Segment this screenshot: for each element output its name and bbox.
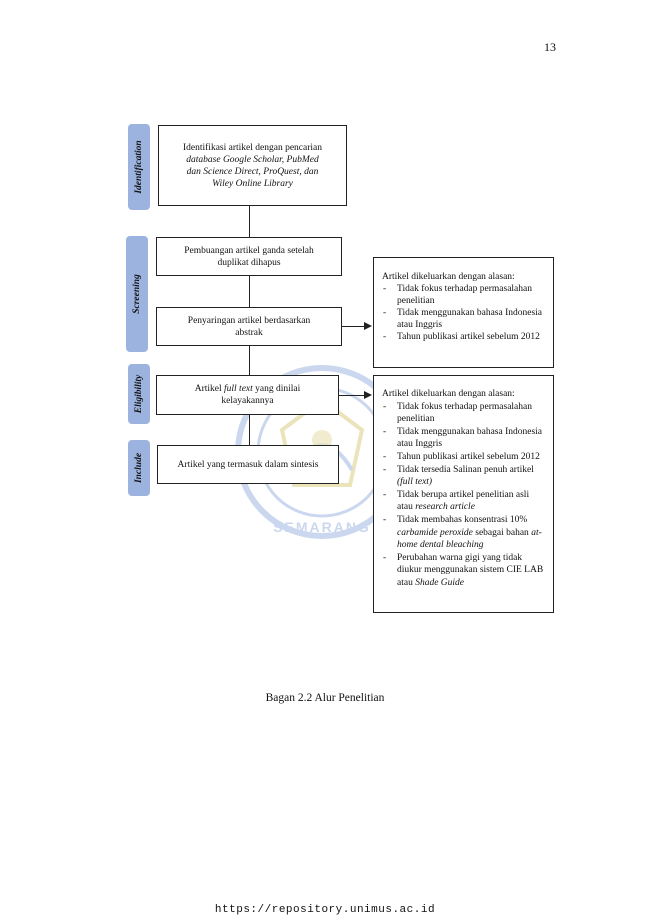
exclusion-item-text: Perubahan warna gigi yang tidak diukur m… xyxy=(397,552,544,588)
watermark-text: SEMARANG xyxy=(273,519,371,535)
connector-line xyxy=(249,414,250,446)
exclusion-title: Artikel dikeluarkan dengan alasan: xyxy=(382,272,515,282)
connector-arrow-line xyxy=(342,326,366,327)
exclusion-item-italic: (full text) xyxy=(397,477,433,488)
stage-identification-label: Identification xyxy=(134,140,144,194)
exclusion-list: Tidak fokus terhadap permasalahan peneli… xyxy=(382,283,547,343)
identification-line-1: Identifikasi artikel dengan pencarian xyxy=(182,142,322,153)
exclusion-item-text: Tidak berupa artikel penelitian asli ata… xyxy=(397,489,530,513)
eligibility-text-prefix: Artikel xyxy=(194,384,222,394)
exclusion-item-text: sebagai bahan xyxy=(475,527,529,538)
exclusion-item-italic: research article xyxy=(415,502,475,513)
stage-identification: Identification xyxy=(128,124,150,210)
stage-include: Include xyxy=(128,440,150,496)
eligibility-text: Artikel full text yang dinilai kelayakan… xyxy=(163,383,332,407)
connector-arrow-line xyxy=(338,395,365,396)
exclusion-item: Tidak fokus terhadap permasalahan peneli… xyxy=(382,283,547,307)
connector-line xyxy=(249,275,250,308)
duplicates-text: Pembuangan artikel ganda setelah duplika… xyxy=(184,245,314,268)
exclusion-item: Perubahan warna gigi yang tidak diukur m… xyxy=(382,552,547,590)
duplicates-box: Pembuangan artikel ganda setelah duplika… xyxy=(156,237,342,276)
exclusion-item: Tidak menggunakan bahasa Indonesia atau … xyxy=(382,426,547,451)
page-number: 13 xyxy=(544,40,556,54)
exclusion-box-screening: Artikel dikeluarkan dengan alasan: Tidak… xyxy=(373,257,554,368)
connector-line xyxy=(249,345,250,376)
arrow-head xyxy=(364,322,372,330)
exclusion-item: Tahun publikasi artikel sebelum 2012 xyxy=(382,451,547,464)
exclusion-item: Tidak berupa artikel penelitian asli ata… xyxy=(382,489,547,514)
exclusion-title: Artikel dikeluarkan dengan alasan: xyxy=(382,389,515,399)
identification-box: Identifikasi artikel dengan pencarian da… xyxy=(158,125,347,206)
identification-line-3: dan Science Direct, ProQuest, dan xyxy=(186,166,319,177)
figure-caption: Bagan 2.2 Alur Penelitian xyxy=(265,692,385,704)
identification-line-2: database Google Scholar, PubMed xyxy=(186,154,319,165)
stage-include-label: Include xyxy=(134,452,144,484)
stage-eligibility: Eligibility xyxy=(128,364,150,424)
eligibility-text-suffix: yang dinilai kelayakannya xyxy=(221,384,301,406)
exclusion-item: Tidak tersedia Salinan penuh artikel (fu… xyxy=(382,464,547,489)
exclusion-item-italic: at-home dental bleaching xyxy=(397,527,542,551)
exclusion-box-eligibility: Artikel dikeluarkan dengan alasan: Tidak… xyxy=(373,375,554,613)
exclusion-item-text: Tidak tersedia Salinan penuh artikel xyxy=(397,464,534,475)
identification-line-4: Wiley Online Library xyxy=(212,178,293,189)
include-box: Artikel yang termasuk dalam sintesis xyxy=(157,445,339,484)
abstract-screening-text: Penyaringan artikel berdasarkan abstrak xyxy=(187,315,311,338)
abstract-screening-box: Penyaringan artikel berdasarkan abstrak xyxy=(156,307,342,346)
exclusion-item: Tidak menggunakan bahasa Indonesia atau … xyxy=(382,307,547,331)
exclusion-item-italic: Shade Guide xyxy=(415,577,465,588)
exclusion-item: Tahun publikasi artikel sebelum 2012 xyxy=(382,331,547,343)
connector-line xyxy=(249,205,250,237)
stage-screening-label: Screening xyxy=(132,274,142,314)
exclusion-item-text: Tidak membahas konsentrasi 10% xyxy=(397,514,528,525)
stage-eligibility-label: Eligibility xyxy=(134,374,144,414)
exclusion-item: Tidak membahas konsentrasi 10% carbamide… xyxy=(382,514,547,552)
eligibility-text-italic: full text xyxy=(224,384,253,394)
stage-screening: Screening xyxy=(126,236,148,352)
eligibility-box: Artikel full text yang dinilai kelayakan… xyxy=(156,375,339,415)
exclusion-list: Tidak fokus terhadap permasalahan peneli… xyxy=(382,401,547,590)
exclusion-item-italic: carbamide peroxide xyxy=(397,527,473,538)
exclusion-item: Tidak fokus terhadap permasalahan peneli… xyxy=(382,401,547,426)
footer-url: https://repository.unimus.ac.id xyxy=(214,904,436,916)
include-text: Artikel yang termasuk dalam sintesis xyxy=(177,459,319,470)
arrow-head xyxy=(364,391,372,399)
